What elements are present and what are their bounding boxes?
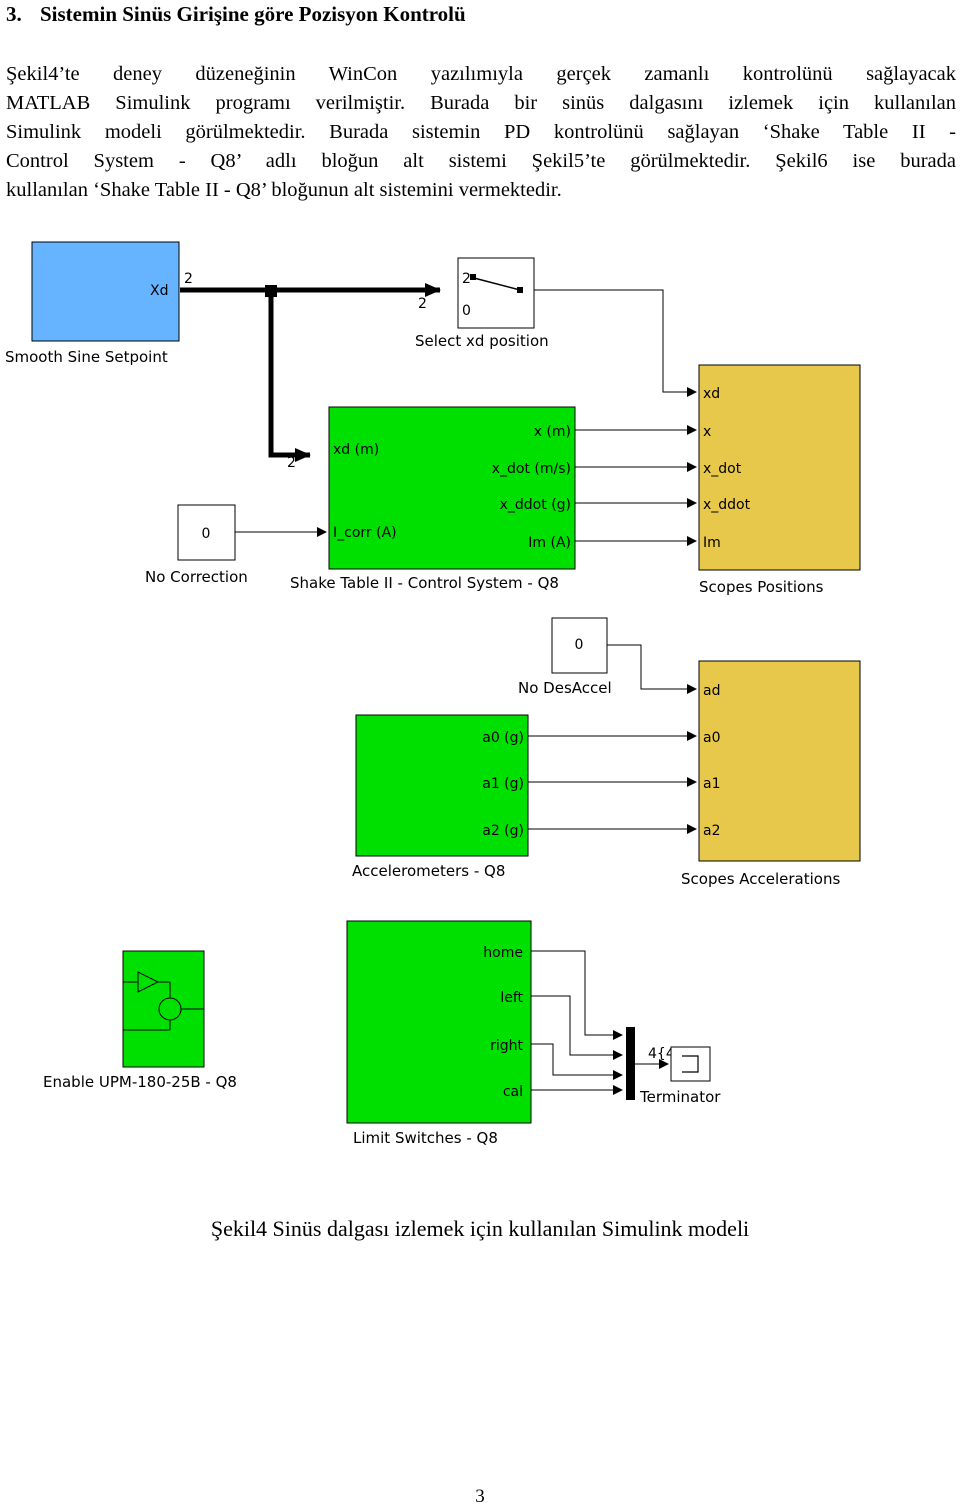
constant-value: 0 [575, 637, 584, 653]
bus-signal-line [180, 283, 441, 462]
page-number: 3 [475, 1486, 485, 1507]
mux-block[interactable] [626, 1027, 635, 1100]
section-number: 3. [6, 2, 22, 26]
signal-lines [528, 731, 697, 834]
block-name: Smooth Sine Setpoint [5, 348, 168, 366]
block-name: Select xd position [415, 332, 549, 350]
input-port-label: a0 [703, 730, 721, 746]
control-system-subsystem[interactable]: xd (m) I_corr (A) x (m) x_dot (m/s) x_dd… [290, 406, 576, 592]
output-port-label: a2 (g) [482, 823, 524, 839]
input-port-label: a1 [703, 776, 721, 792]
signal-lines [575, 425, 697, 546]
figure-caption: Şekil4 Sinüs dalgası izlemek için kullan… [210, 1216, 750, 1241]
input-port-label: x_dot [703, 461, 742, 477]
block-name: Accelerometers - Q8 [352, 862, 505, 880]
block-name: Scopes Accelerations [681, 870, 840, 888]
no-desaccel-constant[interactable]: 0 No DesAccel [518, 617, 612, 697]
switch-input-0: 0 [462, 303, 471, 319]
block-name: No DesAccel [518, 679, 612, 697]
limit-switches-subsystem[interactable]: home left right cal Limit Switches - Q8 [346, 920, 532, 1147]
output-port-label: x_ddot (g) [500, 497, 571, 513]
body-paragraph: Şekil4’te deney düzeneğinin WinCon yazıl… [6, 60, 956, 205]
select-xd-position-switch[interactable]: 2 0 Select xd position [415, 257, 549, 350]
output-port-label: left [500, 990, 523, 1006]
signal-line [534, 289, 697, 397]
output-port-label: a0 (g) [482, 730, 524, 746]
block-name: Scopes Positions [699, 578, 824, 596]
output-port-label: cal [503, 1084, 523, 1100]
scopes-positions-block[interactable]: xd x x_dot x_ddot Im Scopes Positions [698, 364, 861, 596]
paragraph-line: Şekil4’te deney düzeneğinin WinCon yazıl… [6, 63, 956, 85]
block-name: Terminator [639, 1088, 721, 1106]
signal-line [607, 644, 697, 694]
block-name: No Correction [145, 568, 248, 586]
constant-value: 0 [202, 526, 211, 542]
smooth-sine-setpoint-block[interactable]: Xd Smooth Sine Setpoint [5, 241, 180, 366]
input-port-label: x_ddot [703, 497, 751, 513]
paragraph-line: Control System - Q8’ adlı bloğun alt sis… [6, 150, 956, 172]
accelerometers-subsystem[interactable]: a0 (g) a1 (g) a2 (g) Accelerometers - Q8 [352, 714, 529, 880]
signal-width-label: 2 [287, 455, 296, 471]
input-port-label: xd [703, 386, 720, 402]
input-port-label: I_corr (A) [333, 525, 397, 541]
paragraph-line: Simulink modeli görülmektedir. Burada si… [6, 121, 956, 143]
block-name: Shake Table II - Control System - Q8 [290, 574, 559, 592]
branch-point [265, 285, 277, 297]
output-port-label: home [483, 945, 523, 961]
switch-input-2: 2 [462, 271, 471, 287]
input-port-label: ad [703, 683, 720, 699]
paragraph-line: kullanılan ‘Shake Table II - Q8’ bloğunu… [6, 179, 562, 201]
section-title: Sistemin Sinüs Girişine göre Pozisyon Ko… [40, 2, 466, 26]
input-port-label: a2 [703, 823, 721, 839]
section-heading: 3. Sistemin Sinüs Girişine göre Pozisyon… [6, 2, 466, 27]
block-name: Limit Switches - Q8 [353, 1129, 498, 1147]
input-port-label: x [703, 424, 711, 440]
enable-upm-subsystem[interactable]: Enable UPM-180-25B - Q8 [43, 950, 237, 1091]
signal-lines [531, 950, 623, 1095]
paragraph-line: MATLAB Simulink programı verilmiştir. Bu… [6, 92, 956, 114]
no-correction-constant[interactable]: 0 No Correction [145, 504, 248, 586]
port-label-xd: Xd [150, 283, 168, 299]
signal-width-label: 2 [184, 271, 193, 287]
output-port-label: Im (A) [528, 535, 571, 551]
output-port-label: x_dot (m/s) [492, 461, 571, 477]
input-port-label: Im [703, 535, 721, 551]
signal-width-label: 2 [418, 296, 427, 312]
output-port-label: a1 (g) [482, 776, 524, 792]
amplifier-icon [123, 971, 204, 1031]
scopes-accelerations-block[interactable]: ad a0 a1 a2 Scopes Accelerations [681, 660, 861, 888]
input-port-label: xd (m) [333, 442, 379, 458]
output-port-label: right [490, 1038, 523, 1054]
terminator-block[interactable]: Terminator [639, 1046, 721, 1106]
block-name: Enable UPM-180-25B - Q8 [43, 1073, 237, 1091]
output-port-label: x (m) [534, 424, 571, 440]
